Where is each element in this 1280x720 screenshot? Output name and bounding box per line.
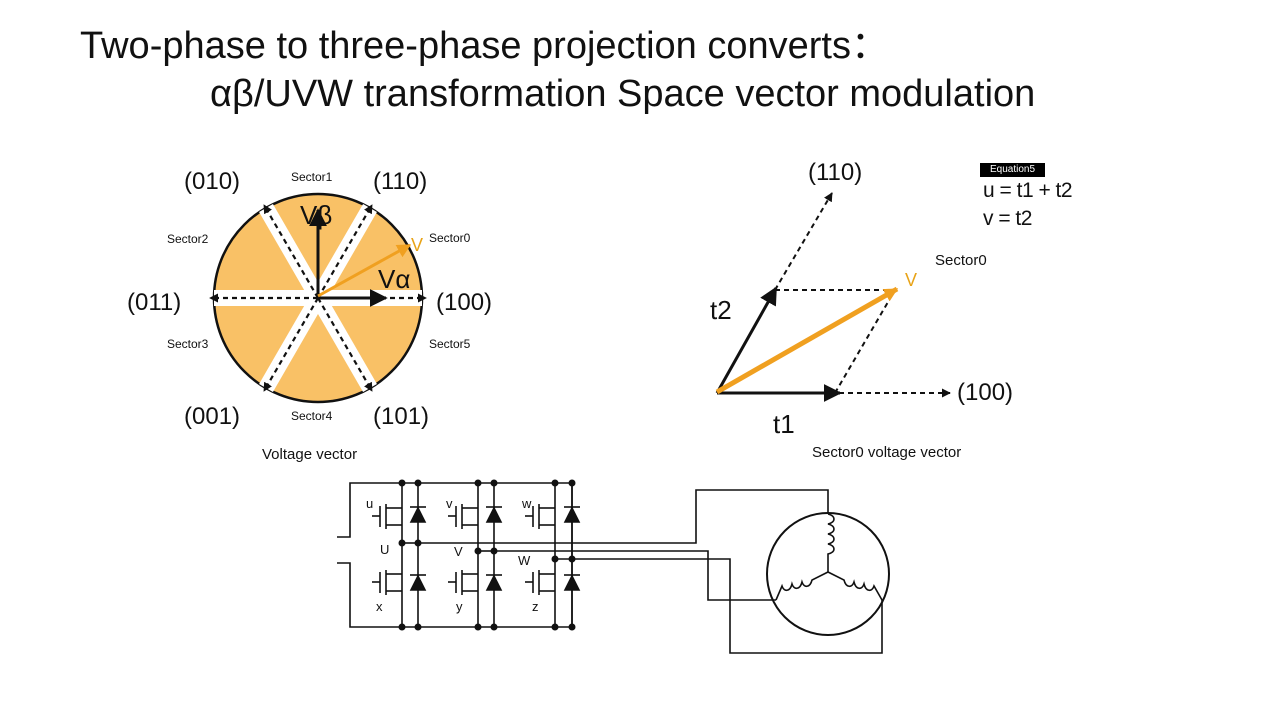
- sector3-label: Sector3: [167, 337, 209, 351]
- switch-z: [525, 570, 555, 595]
- sector2-label: Sector2: [167, 232, 209, 246]
- equation-v: v = t2: [983, 207, 1032, 230]
- v-label: V: [411, 235, 423, 255]
- diodes: [409, 506, 581, 591]
- code-100: (100): [436, 289, 492, 316]
- code-110-s0: (110): [808, 159, 862, 186]
- code-101: (101): [373, 403, 429, 430]
- t2-vector: [715, 286, 778, 394]
- code-100-s0: (100): [957, 379, 1013, 406]
- v-beta-label: Vβ: [300, 200, 332, 230]
- sector0-caption: Sector0 voltage vector: [812, 444, 961, 461]
- v-vector: [317, 243, 412, 298]
- sector0-diagram: (110) (100) t2 t1 V Sector0 Sector0 volt…: [710, 159, 1013, 461]
- switch-v: [448, 504, 478, 529]
- motor-windings: [775, 513, 883, 601]
- v-resultant: [715, 286, 899, 395]
- switch-x-label: x: [376, 599, 383, 614]
- sector0-label: Sector0: [429, 231, 471, 245]
- wire-w: [572, 558, 883, 654]
- sector4-label: Sector4: [291, 409, 333, 423]
- code-110: (110): [373, 168, 427, 195]
- voltage-vector-caption: Voltage vector: [262, 446, 357, 463]
- wire-v: [494, 550, 776, 601]
- equation-badge: Equation5: [980, 163, 1046, 177]
- switch-z-label: z: [532, 599, 539, 614]
- junction-dots: [398, 479, 576, 631]
- title-line-1: Two-phase to three-phase projection conv…: [80, 25, 889, 67]
- phase-v-label: V: [454, 544, 463, 559]
- sector1-label: Sector1: [291, 170, 333, 184]
- title-line-2: αβ/UVW transformation Space vector modul…: [210, 73, 1036, 115]
- switch-w-label: w: [521, 496, 532, 511]
- switch-y-label: y: [456, 599, 463, 614]
- switch-v-label: v: [446, 496, 453, 511]
- switch-y: [448, 570, 478, 595]
- code-010: (010): [184, 168, 240, 195]
- equation-u: u = t1 + t2: [983, 179, 1073, 202]
- space-vector-diagram: Vβ Vα V (010) (110) (011) (100) (001) (1…: [127, 168, 492, 463]
- code-001: (001): [184, 403, 240, 430]
- phase-w-label: W: [518, 553, 531, 568]
- sector0-title: Sector0: [935, 252, 987, 269]
- sector-gaps: [214, 203, 422, 393]
- t1-label: t1: [773, 409, 795, 439]
- switch-x: [372, 570, 402, 595]
- t2-label: t2: [710, 295, 732, 325]
- sector5-label: Sector5: [429, 337, 471, 351]
- switch-w: [525, 504, 555, 529]
- phase-u-label: U: [380, 542, 389, 557]
- wire-u: [418, 489, 829, 544]
- v-label-s0: V: [905, 270, 917, 290]
- code-011: (011): [127, 289, 181, 316]
- motor: [766, 512, 890, 636]
- v-alpha-label: Vα: [378, 264, 410, 294]
- switch-u-label: u: [366, 496, 373, 511]
- inverter-circuit: u v w x y z U V W: [337, 479, 890, 654]
- switch-u: [372, 504, 402, 529]
